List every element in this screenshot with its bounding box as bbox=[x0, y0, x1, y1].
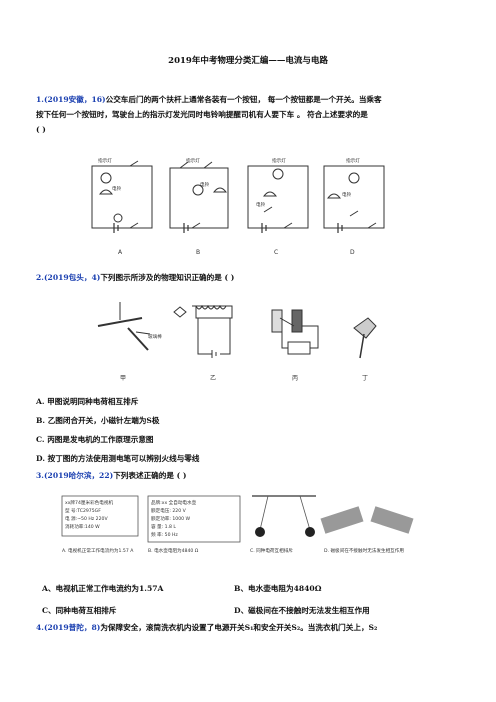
question-3-figures: xx牌74厘米彩色电视机 型 号:TC2975GF 电 源:~50 Hz 220… bbox=[61, 495, 414, 554]
question-3-source: (2019哈尔滨，22) bbox=[43, 471, 114, 480]
circuit-c-letter: C bbox=[274, 249, 278, 256]
question-3-text: 下列表述正确的是 ( ) bbox=[113, 471, 187, 480]
figure-c-caption: C. 同种电荷互相排斥 bbox=[250, 547, 293, 554]
circuit-d-lamp-label: 指示灯 bbox=[346, 157, 360, 164]
question-1-number: 1. bbox=[36, 95, 44, 104]
question-2-option-b: B. 乙图闭合开关，小磁针左端为S极 bbox=[36, 416, 160, 425]
circuit-a-bell-label: 电铃 bbox=[112, 185, 122, 192]
question-4-source: (2019普陀，8) bbox=[43, 623, 101, 632]
question-2-option-c: C. 丙图是发电机的工作原理示意图 bbox=[36, 435, 154, 444]
kettle-plate-line-2: 额定电压: 220 V bbox=[151, 507, 187, 514]
question-1-line-3: ( ) bbox=[36, 125, 46, 134]
question-3: 3.(2019哈尔滨，22)下列表述正确的是 ( ) bbox=[36, 468, 462, 483]
kettle-plate-line-5: 频 率: 50 Hz bbox=[151, 531, 178, 538]
figure-jia-label: 甲 bbox=[120, 375, 126, 382]
circuit-d-letter: D bbox=[350, 249, 355, 256]
question-1-circuits-figure: 指示灯 电铃 指示灯 电铃 指示灯 电铃 指示灯 电铃 A B C D bbox=[91, 157, 385, 256]
figure-ding-label: 丁 bbox=[362, 375, 368, 382]
question-3-options-row-2: C、同种电荷互相排斥 D、磁极间在不接触时无法发生相互作用 bbox=[42, 600, 472, 622]
question-1-line-2: 按下任何一个按钮时，驾驶台上的指示灯发光同时电铃响提醒司机有人要下车 。 符合上… bbox=[36, 110, 368, 119]
question-3-option-c: C、同种电荷互相排斥 bbox=[42, 606, 117, 615]
circuit-a-letter: A bbox=[118, 249, 123, 256]
page-title: 2019年中考物理分类汇编——电流与电路 bbox=[168, 56, 328, 66]
question-3-number: 3. bbox=[36, 471, 44, 480]
question-1-source: (2019安徽，16) bbox=[43, 95, 106, 104]
question-3-options-row-1: A、电视机正常工作电流约为1.57A B、电水壶电阻为4840Ω bbox=[42, 578, 472, 600]
kettle-plate-line-3: 额定功率: 1000 W bbox=[151, 515, 191, 522]
question-2-source: (2019包头，4) bbox=[43, 273, 101, 282]
question-3-option-d: D、磁极间在不接触时无法发生相互作用 bbox=[234, 606, 370, 615]
circuit-b-letter: B bbox=[196, 249, 200, 256]
question-3-option-a: A、电视机正常工作电流约为1.57A bbox=[42, 584, 164, 593]
question-2: 2.(2019包头，4)下列图示所涉及的物理知识正确的是 ( ) bbox=[36, 270, 462, 285]
figure-d-caption: D. 磁极间在不接触时无法发生相互作用 bbox=[324, 547, 404, 554]
question-1-line-1: 1.(2019安徽，16)公交车后门的两个扶杆上通常各装有一个按钮， 每一个按钮… bbox=[36, 92, 462, 107]
circuit-b-bell-label: 电铃 bbox=[200, 181, 210, 188]
figure-bing-label: 丙 bbox=[292, 375, 298, 382]
question-2-option-a: A. 甲图说明同种电荷相互排斥 bbox=[36, 397, 139, 406]
tv-plate-line-3: 电 源:~50 Hz 220V bbox=[65, 515, 108, 522]
question-1-text: 公交车后门的两个扶杆上通常各装有一个按钮， 每一个按钮都是一个开关。当乘客 bbox=[105, 95, 382, 104]
question-2-options: A. 甲图说明同种电荷相互排斥 B. 乙图闭合开关，小磁针左端为S极 C. 丙图… bbox=[36, 392, 466, 468]
question-3-options: A、电视机正常工作电流约为1.57A B、电水壶电阻为4840Ω C、同种电荷互相… bbox=[42, 578, 472, 622]
tv-plate-line-4: 消耗功率:140 W bbox=[65, 523, 100, 530]
question-2-figures: 玻璃棒 甲 乙 丙 丁 bbox=[97, 302, 377, 382]
circuit-b-lamp-label: 指示灯 bbox=[186, 157, 200, 164]
question-2-number: 2. bbox=[36, 273, 44, 282]
tv-plate-line-1: xx牌74厘米彩色电视机 bbox=[65, 499, 113, 506]
question-3-option-b: B、电水壶电阻为4840Ω bbox=[234, 584, 322, 593]
question-2-text: 下列图示所涉及的物理知识正确的是 ( ) bbox=[100, 273, 235, 282]
circuit-c-lamp-label: 指示灯 bbox=[272, 157, 286, 164]
circuit-c-bell-label: 电铃 bbox=[256, 201, 266, 208]
circuit-d-bell-label: 电铃 bbox=[342, 191, 352, 198]
kettle-plate-line-4: 容 量: 1.8 L bbox=[151, 523, 176, 530]
question-2-option-d: D. 按丁图的方法使用测电笔可以辨别火线与零线 bbox=[36, 454, 200, 463]
glass-rod-label: 玻璃棒 bbox=[148, 333, 162, 340]
question-4-text: 为保障安全，滚筒洗衣机内设置了电源开关S₁和安全开关S₂。当洗衣机门关上，S₂ bbox=[100, 623, 378, 632]
figure-a-caption: A. 电视机正常工作电流约为1.57 A bbox=[62, 547, 134, 554]
figure-b-caption: B. 电水壶电阻为4840 Ω bbox=[148, 547, 199, 554]
circuit-a-lamp-label: 指示灯 bbox=[98, 157, 112, 164]
tv-plate-line-2: 型 号:TC2975GF bbox=[65, 507, 101, 514]
kettle-plate-line-1: 品牌:xx 全自动电水壶 bbox=[151, 499, 197, 506]
figure-yi-label: 乙 bbox=[210, 375, 216, 382]
question-4-number: 4. bbox=[36, 623, 44, 632]
question-1: 1.(2019安徽，16)公交车后门的两个扶杆上通常各装有一个按钮， 每一个按钮… bbox=[36, 92, 462, 137]
question-4: 4.(2019普陀，8)为保障安全，滚筒洗衣机内设置了电源开关S₁和安全开关S₂… bbox=[36, 620, 466, 635]
